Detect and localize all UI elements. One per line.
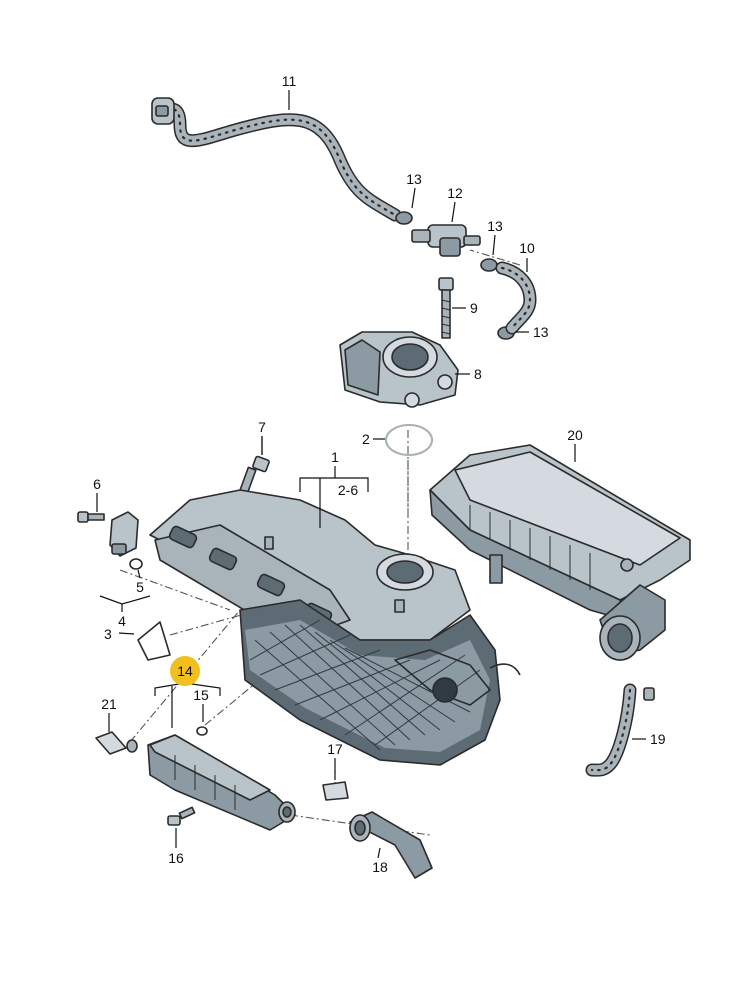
callout-1: 1 xyxy=(331,449,339,465)
part-8-throttle-body xyxy=(339,331,459,408)
callout-6: 6 xyxy=(93,476,101,492)
callout-18: 18 xyxy=(372,859,388,875)
part-1-intake-manifold xyxy=(149,489,521,766)
callout-10: 10 xyxy=(519,240,535,256)
part-2-gasket-ring xyxy=(385,424,433,456)
callout-8: 8 xyxy=(474,366,482,382)
part-16-screw xyxy=(167,806,196,826)
part-15-o-ring xyxy=(196,726,208,736)
callout-2: 2 xyxy=(362,431,370,447)
leader-lines xyxy=(96,90,646,859)
part-3-gasket xyxy=(137,621,171,661)
part-19-breather-hose xyxy=(585,683,655,777)
part-13-clamps xyxy=(395,211,515,340)
callout-5: 5 xyxy=(136,579,144,595)
callout-labels: 11 13 12 13 10 13 9 8 2 7 1 2-6 6 5 4 3 … xyxy=(93,73,666,875)
part-4-sensor xyxy=(109,511,139,557)
manifold-ribbing xyxy=(249,619,481,751)
part-7-bolt xyxy=(239,455,270,494)
callout-11: 11 xyxy=(282,73,297,89)
callout-7: 7 xyxy=(258,419,266,435)
callout-14-highlight xyxy=(170,656,200,686)
callout-4: 4 xyxy=(118,613,126,629)
callout-9: 9 xyxy=(470,300,478,316)
part-10-hose xyxy=(495,261,537,335)
part-20-air-filter-housing xyxy=(429,444,691,661)
callout-17: 17 xyxy=(327,741,343,757)
part-14-separator xyxy=(147,734,296,831)
callout-2-6: 2-6 xyxy=(338,482,358,498)
callout-19: 19 xyxy=(650,731,666,747)
callout-21: 21 xyxy=(101,696,117,712)
part-18-elbow-hose xyxy=(349,811,433,879)
callout-20: 20 xyxy=(567,427,583,443)
callout-14: 14 xyxy=(177,663,193,679)
callout-13-bottom: 13 xyxy=(533,324,549,340)
part-9-bolt xyxy=(438,277,454,339)
part-21-sleeve xyxy=(95,731,138,755)
part-5-o-ring xyxy=(129,558,143,570)
callout-16: 16 xyxy=(168,850,184,866)
part-11-hose xyxy=(151,97,402,222)
callout-15: 15 xyxy=(193,687,209,703)
callout-13-top: 13 xyxy=(406,171,422,187)
part-17-sleeve xyxy=(322,781,349,801)
part-12-valve xyxy=(411,224,481,257)
callout-13-mid: 13 xyxy=(487,218,503,234)
part-6-screw xyxy=(77,511,105,523)
callout-3: 3 xyxy=(104,626,112,642)
callout-12: 12 xyxy=(447,185,463,201)
